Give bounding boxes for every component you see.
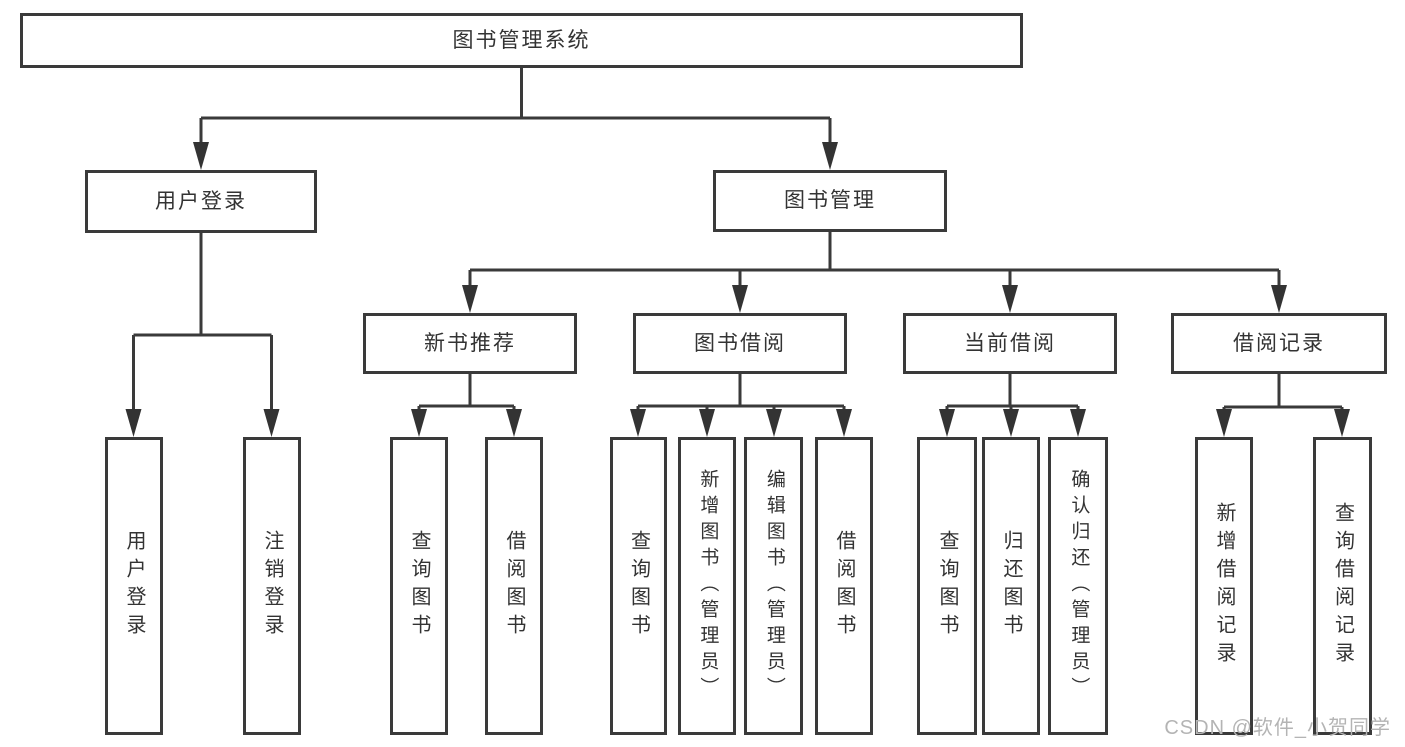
leaf-borrow-borrow: 借阅图书 — [815, 437, 873, 735]
node-user-login: 用户登录 — [85, 170, 317, 233]
leaf-current-confirm-admin: 确认归还（管理员） — [1048, 437, 1108, 735]
leaf-newbook-borrow: 借阅图书 — [485, 437, 543, 735]
leaf-records-query: 查询借阅记录 — [1313, 437, 1372, 735]
leaf-user-login: 用户登录 — [105, 437, 163, 735]
node-borrow-records: 借阅记录 — [1171, 313, 1387, 374]
leaf-current-query: 查询图书 — [917, 437, 977, 735]
node-current-borrow: 当前借阅 — [903, 313, 1117, 374]
leaf-current-return: 归还图书 — [982, 437, 1040, 735]
leaf-records-add: 新增借阅记录 — [1195, 437, 1253, 735]
leaf-borrow-query: 查询图书 — [610, 437, 667, 735]
node-book-management: 图书管理 — [713, 170, 947, 232]
csdn-watermark: CSDN @软件_小贺同学 — [1164, 717, 1391, 739]
leaf-borrow-edit-admin: 编辑图书（管理员） — [744, 437, 803, 735]
leaf-newbook-query: 查询图书 — [390, 437, 448, 735]
leaf-borrow-add-admin: 新增图书（管理员） — [678, 437, 736, 735]
arrowhead-icons — [125, 142, 1350, 437]
leaf-logout: 注销登录 — [243, 437, 301, 735]
node-root-system: 图书管理系统 — [20, 13, 1023, 68]
node-book-borrow: 图书借阅 — [633, 313, 847, 374]
node-new-book-recommend: 新书推荐 — [363, 313, 577, 374]
